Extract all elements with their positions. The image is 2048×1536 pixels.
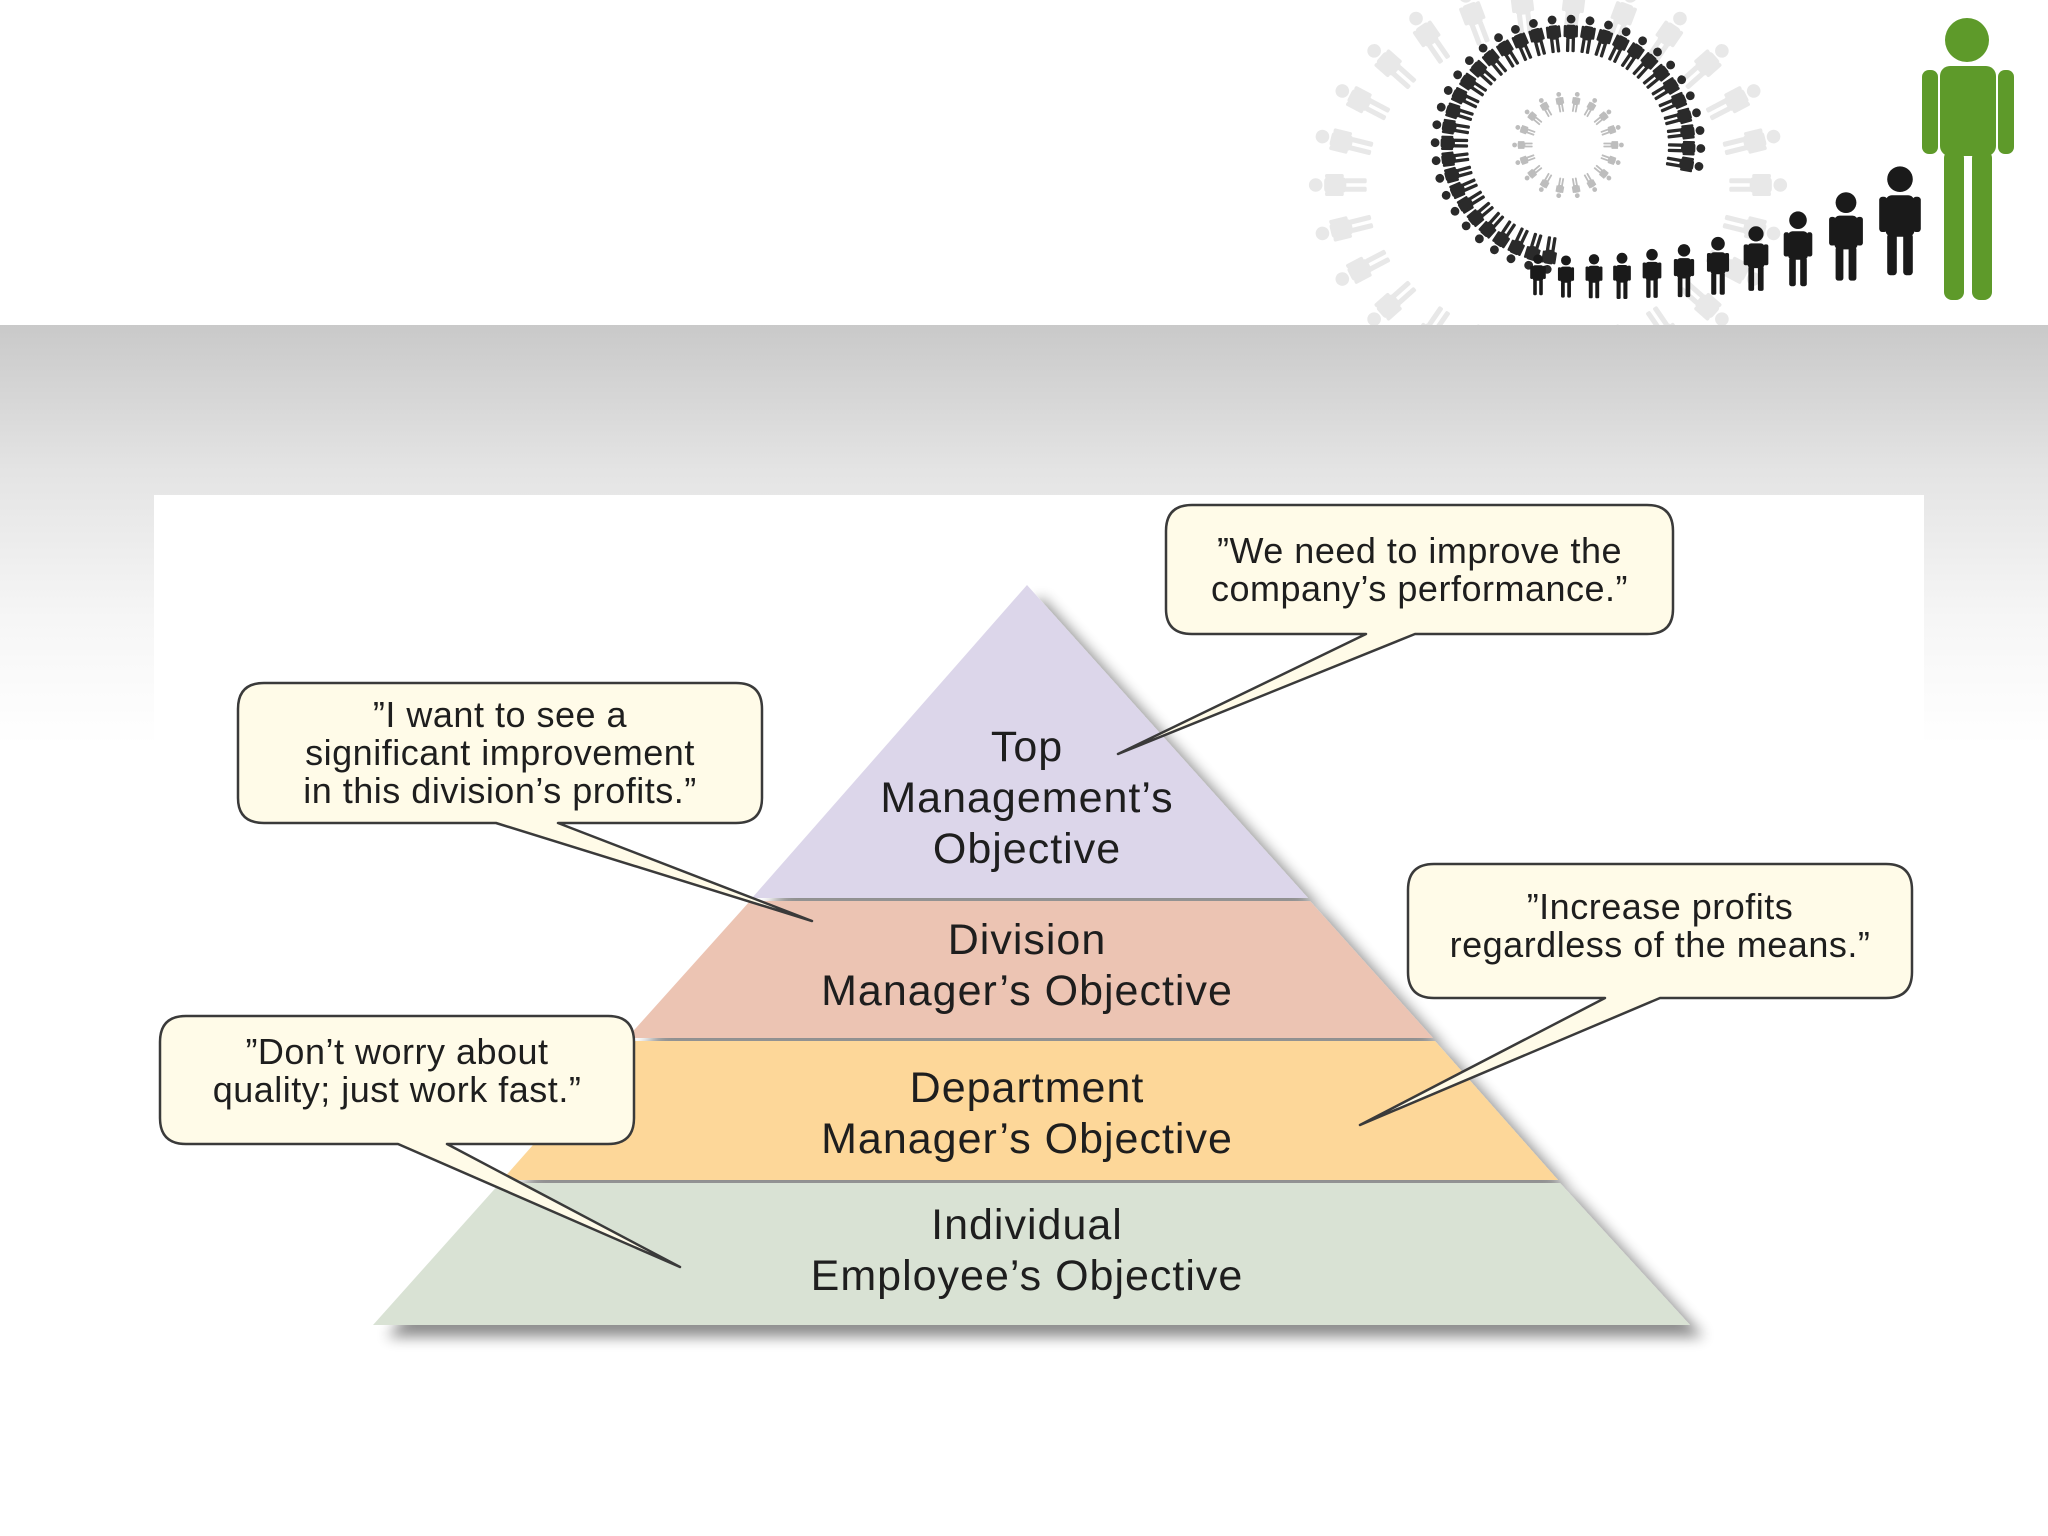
leader-figure-icon: [1922, 18, 2014, 300]
callout-department-manager: [1358, 862, 1914, 1127]
tier-label-line: Manager’s Objective: [821, 967, 1233, 1015]
tier-label-line: Management’s: [880, 774, 1174, 822]
callout-division-manager: [236, 681, 814, 923]
callout-individual-employee: [158, 1014, 682, 1269]
tier-label-line: Division: [947, 916, 1107, 964]
callout-text-individual-employee: ”Don’t worry about quality; just work fa…: [160, 1033, 634, 1109]
callout-line: ”Don’t worry about: [245, 1031, 549, 1072]
tier-label-line: Employee’s Objective: [810, 1252, 1244, 1300]
callout-line: in this division’s profits.”: [303, 770, 697, 811]
pyramid-tier-individual-employee: [373, 1183, 1690, 1325]
callout-text-department-manager: ”Increase profits regardless of the mean…: [1408, 888, 1912, 964]
tier-label-line: Manager’s Objective: [821, 1115, 1233, 1163]
callout-line: ”Increase profits: [1526, 886, 1794, 927]
callout-text-top-management: ”We need to improve the company’s perfor…: [1166, 532, 1673, 608]
tier-label-individual-employee: Individual Employee’s Objective: [752, 1200, 1302, 1302]
callout-line: quality; just work fast.”: [212, 1069, 582, 1110]
callout-line: ”I want to see a: [372, 694, 628, 735]
people-spiral-graphic: [1308, 0, 2014, 325]
callout-text-division-manager: ”I want to see a significant improvement…: [238, 696, 762, 810]
callout-line: ”We need to improve the: [1216, 530, 1623, 571]
tier-label-division-manager: Division Manager’s Objective: [777, 915, 1277, 1017]
callout-line: company’s performance.”: [1210, 568, 1628, 609]
tier-label-line: Department: [909, 1064, 1145, 1112]
tier-label-line: Objective: [932, 825, 1122, 873]
callout-line: regardless of the means.”: [1449, 924, 1871, 965]
pyramid-tier-division-manager: [627, 901, 1433, 1038]
pyramid-tier-top-management: [752, 585, 1308, 898]
tier-label-department-manager: Department Manager’s Objective: [777, 1063, 1277, 1165]
tier-label-top-management: Top Management’s Objective: [827, 722, 1227, 875]
pyramid-tier-department-manager: [502, 1041, 1558, 1180]
callout-line: significant improvement: [305, 732, 695, 773]
tier-label-line: Individual: [931, 1201, 1123, 1249]
tier-label-line: Top: [990, 723, 1064, 771]
callout-top-management: [1116, 503, 1675, 756]
